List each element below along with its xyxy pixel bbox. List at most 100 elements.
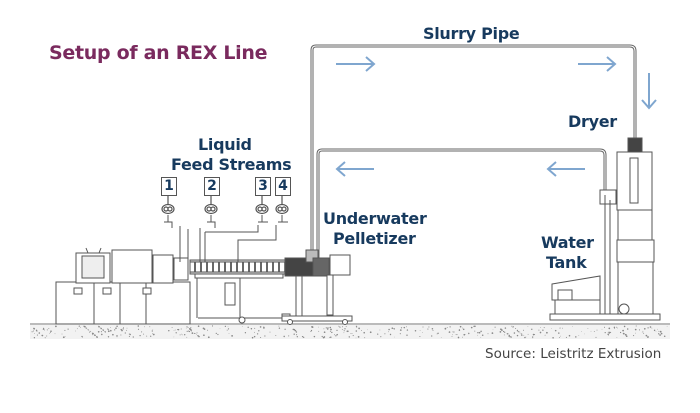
liquid-feed-label-line2: Feed Streams (171, 155, 292, 174)
ground-speckle (431, 328, 434, 330)
ground-speckle (185, 327, 187, 329)
ground-speckle (194, 333, 196, 334)
ground-speckle (400, 327, 403, 329)
ground-speckle (446, 327, 448, 329)
ground-speckle (207, 336, 210, 339)
ground-speckle (477, 331, 479, 334)
ground-speckle (54, 333, 56, 335)
ground-speckle (129, 333, 131, 336)
ground-speckle (527, 333, 529, 335)
ground-speckle (184, 334, 186, 336)
ground-speckle (607, 331, 609, 333)
ground-speckle (247, 326, 249, 329)
ground-speckle (524, 336, 526, 339)
ground-speckle (341, 329, 343, 330)
ground-speckle (504, 331, 506, 333)
water-tank (549, 189, 661, 321)
ground-speckle (658, 333, 660, 335)
ground-speckle (666, 325, 668, 327)
ground-speckle (596, 329, 598, 331)
ground-speckle (173, 336, 175, 338)
ground-speckle (462, 327, 463, 329)
ground-speckle (510, 336, 513, 338)
ground-speckle (465, 334, 466, 335)
ground-speckle (364, 337, 366, 339)
ground-speckle (321, 335, 323, 338)
ground-speckle (617, 327, 618, 329)
ground-speckle (355, 330, 358, 332)
source-caption: Source: Leistritz Extrusion (485, 346, 662, 362)
ground-speckle (224, 325, 227, 328)
ground-speckle (323, 331, 326, 334)
ground-speckle (641, 331, 643, 333)
ground-speckle (399, 333, 401, 335)
ground-speckle (36, 334, 38, 336)
underwater-pelletizer-label-line2: Pelletizer (333, 229, 416, 248)
ground-speckle (643, 327, 646, 330)
ground-speckle (310, 329, 313, 332)
diagram-title: Setup of an REX Line (49, 42, 268, 64)
ground-speckle (296, 336, 298, 338)
ground-speckle (604, 331, 606, 334)
ground-speckle (89, 330, 91, 332)
feed-lines (164, 215, 288, 262)
ground-speckle (87, 329, 89, 331)
ground-speckle (168, 329, 170, 332)
ground-speckle (338, 326, 340, 328)
ground-speckle (126, 327, 128, 329)
ground-speckle (195, 333, 197, 335)
ground-speckle (595, 336, 597, 338)
ground-speckle (358, 327, 360, 330)
ground-speckle (141, 331, 143, 333)
ground-speckle (661, 333, 663, 335)
ground-speckle (419, 335, 421, 338)
ground-speckle (94, 334, 96, 337)
ground (30, 323, 670, 339)
ground-speckle (193, 332, 196, 334)
ground-speckle (350, 333, 352, 334)
ground-speckle (318, 330, 320, 332)
ground-speckle (559, 335, 561, 337)
ground-speckle (406, 326, 407, 328)
ground-speckle (326, 328, 329, 330)
ground-speckle (330, 336, 332, 339)
extruder-drive (55, 247, 191, 325)
ground-speckle (462, 336, 463, 338)
ground-speckle (100, 331, 102, 333)
ground-speckle (648, 336, 649, 337)
ground-speckle (107, 336, 110, 338)
ground-speckle (50, 330, 52, 332)
ground-speckle (180, 328, 182, 330)
ground-speckle (323, 328, 325, 330)
ground-speckle (522, 329, 525, 331)
ground-speckle (61, 333, 63, 335)
ground-speckle (509, 336, 511, 338)
ground-speckle (502, 330, 505, 333)
ground-speckle (67, 328, 69, 330)
ground-speckle (513, 332, 516, 334)
ground-speckle (82, 336, 84, 338)
ground-speckle (331, 331, 333, 334)
ground-speckle (499, 331, 502, 333)
ground-speckle (64, 329, 66, 331)
ground-speckle (593, 331, 595, 333)
ground-speckle (575, 336, 577, 338)
ground-speckle (507, 333, 509, 335)
ground-speckle (552, 337, 554, 339)
ground-speckle (186, 326, 188, 328)
ground-speckle (294, 329, 297, 332)
ground-speckle (263, 327, 265, 329)
ground-speckle (256, 333, 259, 335)
ground-speckle (578, 335, 580, 337)
ground-speckle (85, 327, 87, 329)
ground-speckle (313, 335, 316, 338)
ground-speckle (342, 329, 344, 330)
ground-speckle (474, 325, 476, 328)
ground-speckle (394, 336, 395, 338)
ground-speckle (491, 332, 494, 334)
ground-speckle (188, 330, 191, 333)
ground-speckle (558, 332, 560, 334)
ground-speckle (46, 335, 48, 337)
ground-speckle (387, 331, 389, 333)
ground-speckle (334, 334, 335, 336)
